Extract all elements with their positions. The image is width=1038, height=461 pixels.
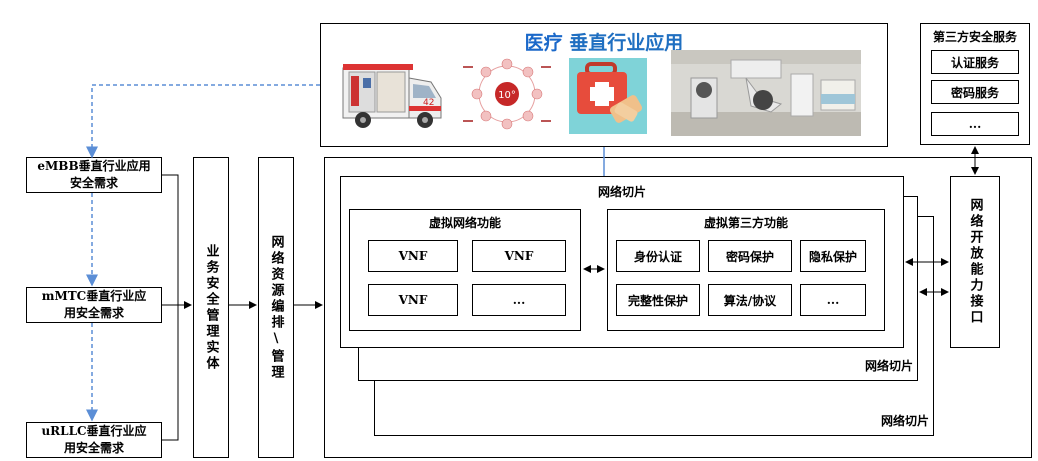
mmtc-requirement-box: mMTC垂直行业应用安全需求 — [26, 287, 162, 323]
urllc-requirement-box: uRLLC垂直行业应用安全需求 — [26, 422, 162, 458]
vnf-box: VNF — [368, 284, 458, 316]
vnf-group: 虚拟网络功能 VNF VNF VNF ... — [349, 209, 581, 331]
integrity-protection-box: 完整性保护 — [616, 284, 700, 316]
crypto-service-box: 密码服务 — [931, 80, 1019, 104]
svg-text:10°: 10° — [498, 90, 516, 101]
identity-auth-box: 身份认证 — [616, 240, 700, 272]
embb-requirement-box: eMBB垂直行业应用安全需求 — [26, 157, 162, 193]
privacy-protection-box: 隐私保护 — [800, 240, 866, 272]
third-party-security-panel: 第三方安全服务 认证服务 密码服务 ... — [920, 23, 1030, 145]
medical-infographic-image: 10° — [463, 58, 551, 130]
first-aid-kit-image — [569, 58, 647, 134]
operating-room-image — [671, 50, 861, 136]
network-slice-title: 网络切片 — [597, 185, 646, 199]
network-slice-front: 网络切片 虚拟网络功能 VNF VNF VNF ... 虚拟第三方功能 身份认证… — [340, 176, 904, 348]
resource-orchestration-entity: 网络资源编排\管理 — [258, 157, 294, 458]
third-party-function-group: 虚拟第三方功能 身份认证 密码保护 隐私保护 完整性保护 算法/协议 ... — [607, 209, 885, 331]
vnf-group-title: 虚拟网络功能 — [428, 216, 501, 230]
third-party-more-box: ... — [800, 284, 866, 316]
more-service-box: ... — [931, 112, 1019, 136]
crypto-protection-box: 密码保护 — [708, 240, 792, 272]
third-party-title: 第三方安全服务 — [932, 30, 1017, 44]
svg-text:42: 42 — [423, 98, 434, 108]
vnf-box: VNF — [472, 240, 566, 272]
service-security-entity: 业务安全管理实体 — [193, 157, 229, 458]
ambulance-image: 42 — [342, 64, 442, 128]
medical-app-panel: 医疗 垂直行业应用 42 10° — [320, 23, 888, 147]
third-party-function-title: 虚拟第三方功能 — [703, 216, 788, 230]
auth-service-box: 认证服务 — [931, 50, 1019, 74]
vnf-box: VNF — [368, 240, 458, 272]
medical-app-title: 医疗 垂直行业应用 — [524, 32, 684, 54]
dashed-link — [86, 84, 320, 159]
algorithm-protocol-box: 算法/协议 — [708, 284, 792, 316]
vnf-more-box: ... — [472, 284, 566, 316]
open-capability-interface: 网络开放能力接口 — [950, 176, 1000, 348]
